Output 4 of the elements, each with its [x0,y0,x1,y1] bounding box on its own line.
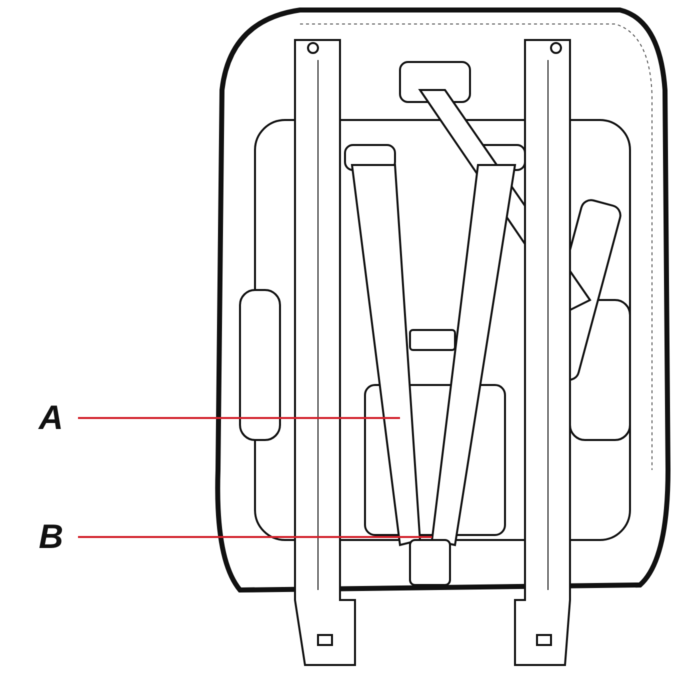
leader-line [78,417,400,419]
callout-letter: A [36,398,66,438]
leader-line [78,536,432,538]
callout-letter: B [36,517,66,557]
